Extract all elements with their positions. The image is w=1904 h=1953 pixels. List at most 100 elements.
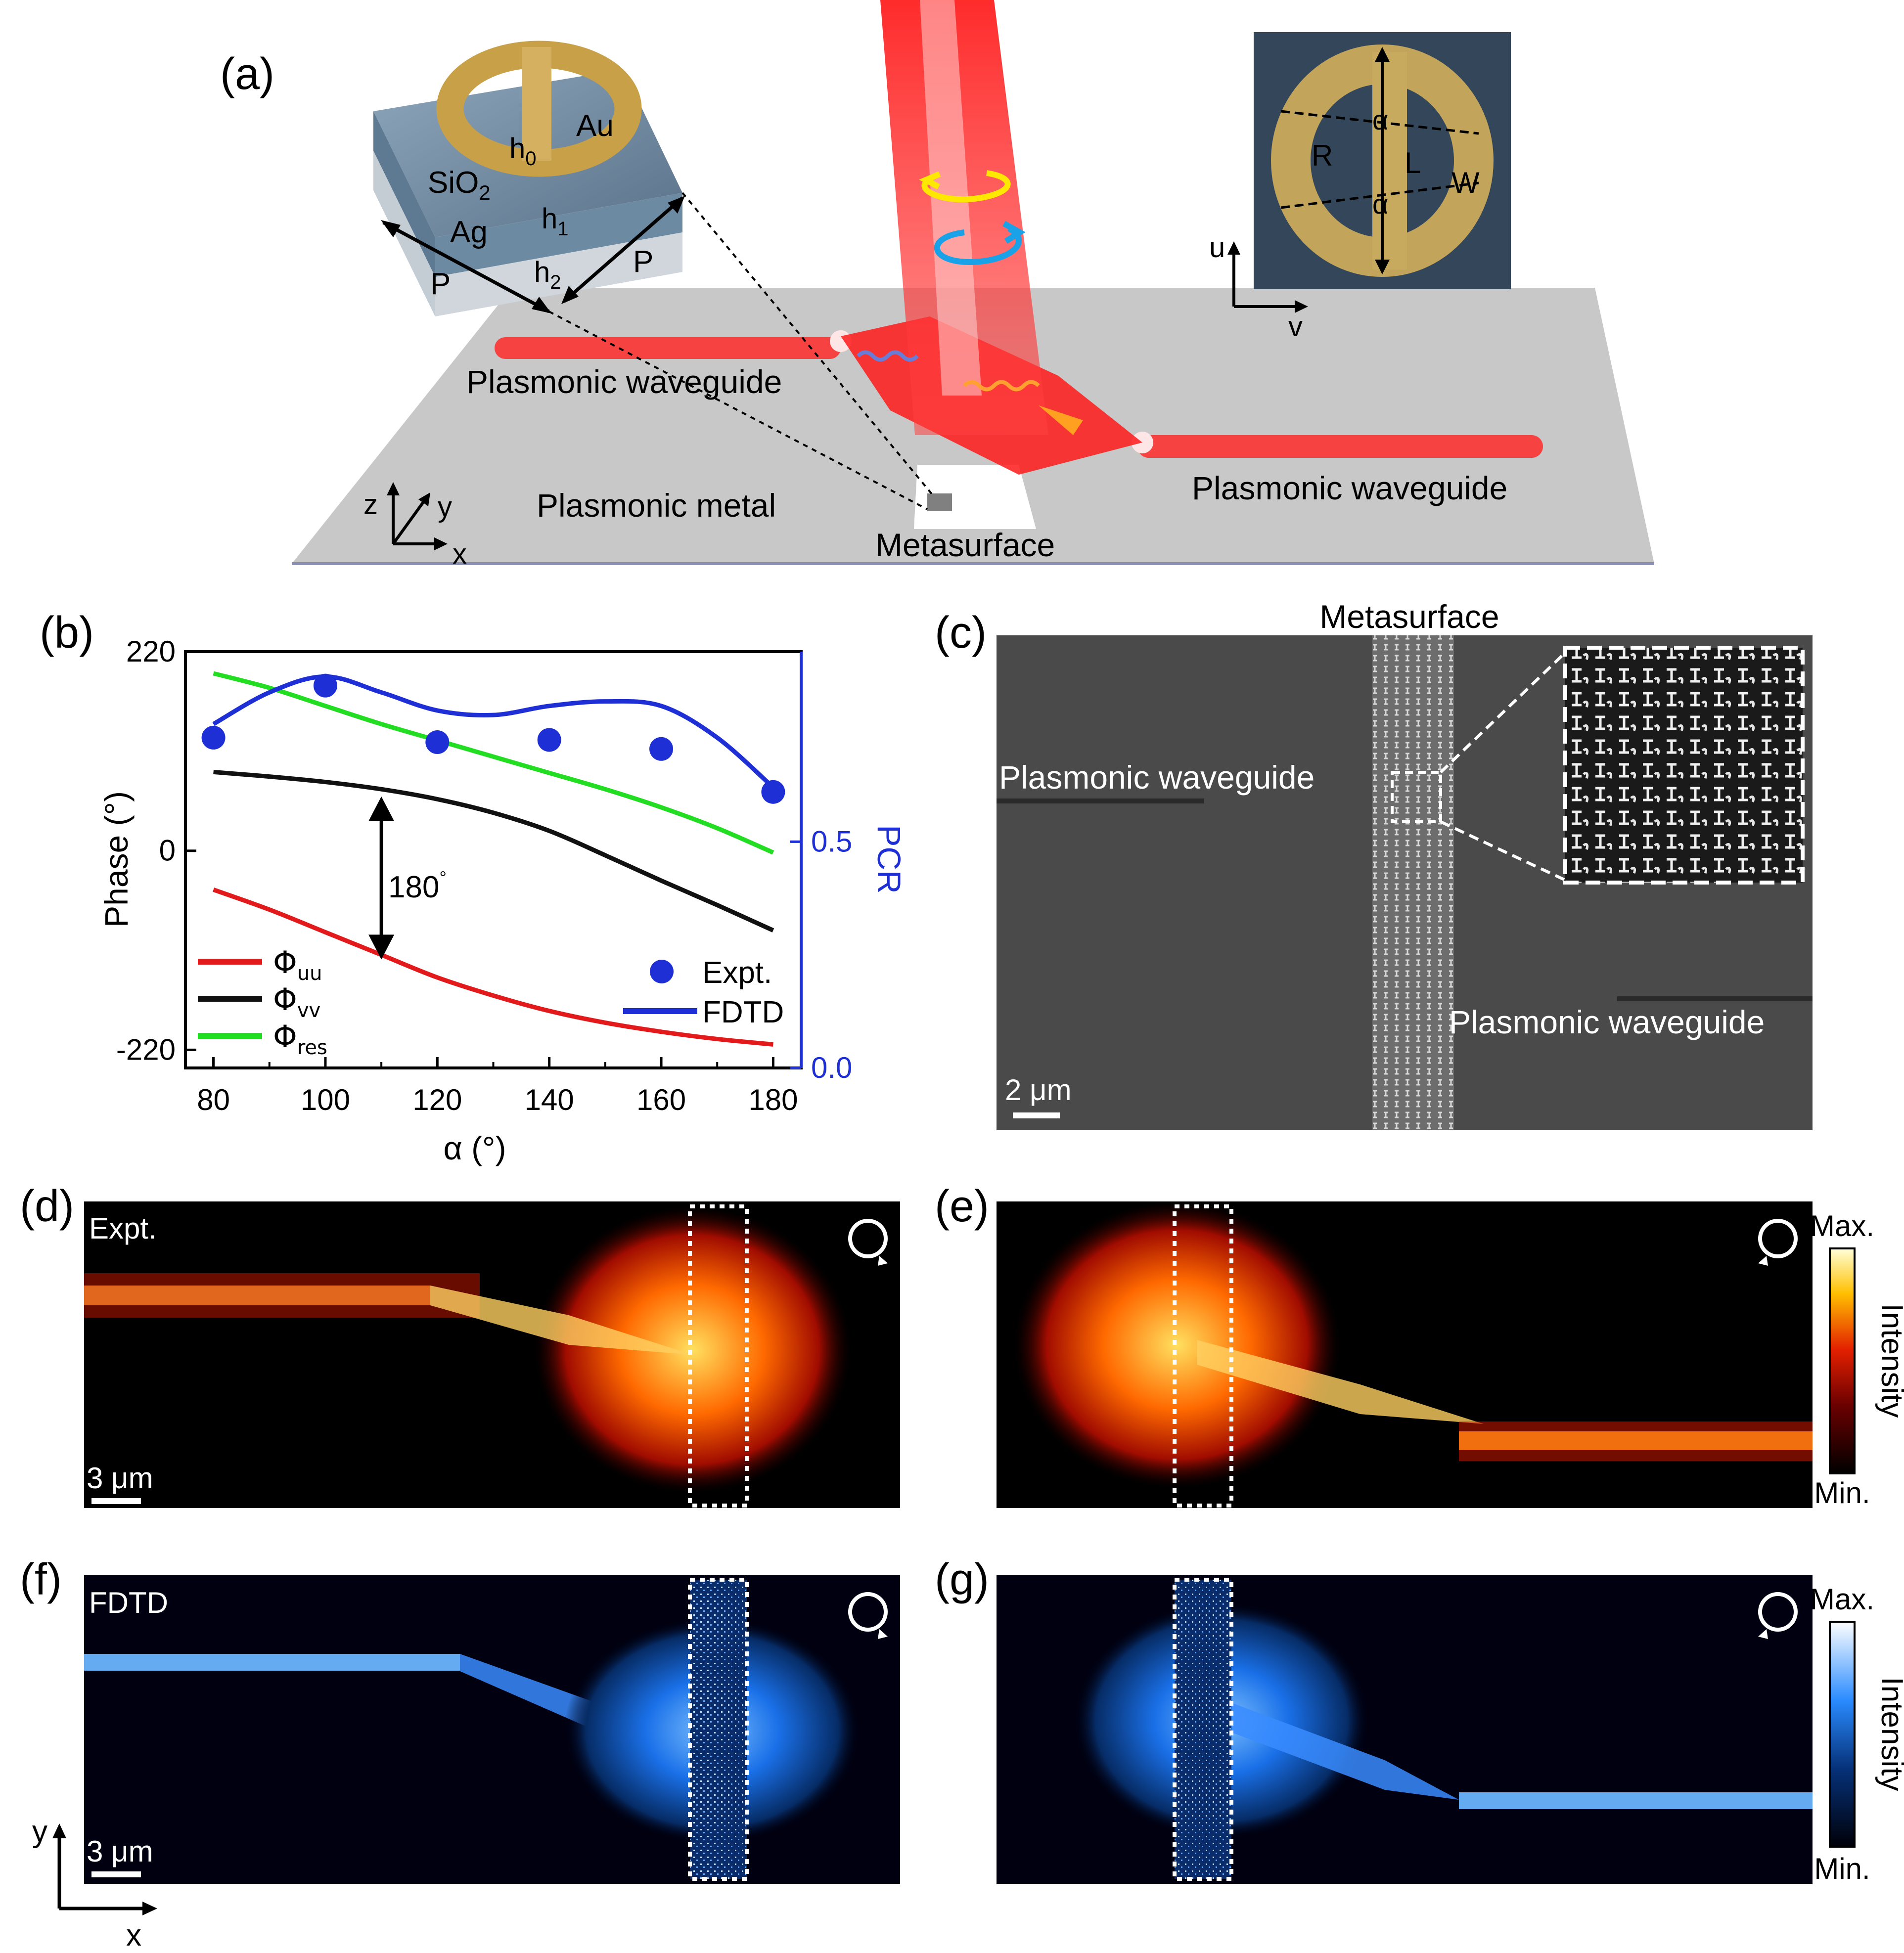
waveguide-left-label: Plasmonic waveguide xyxy=(466,363,782,400)
sem-metasurface-strip xyxy=(1372,635,1454,1130)
panel-c-label: (c) xyxy=(935,608,987,658)
sem-zoom-inset xyxy=(1563,646,1805,885)
colorbar-hot-max: Max. xyxy=(1810,1209,1874,1243)
inset-alpha-top: α xyxy=(1372,104,1388,135)
y-right-tick-label: 0.0 xyxy=(811,1051,852,1084)
layer-au-label: Au xyxy=(576,109,614,143)
sem-zoom-box xyxy=(1391,771,1442,823)
x-tick-label: 160 xyxy=(636,1083,686,1116)
panel-d-tag: Expt. xyxy=(89,1212,157,1245)
unit-cell-top-view-inset xyxy=(1227,32,1511,313)
legend-phi-vv: Φvv xyxy=(273,981,320,1022)
unit-cell-cube xyxy=(373,41,682,316)
colorbar-hot-min: Min. xyxy=(1814,1476,1870,1509)
rcp-icon-f-arrow xyxy=(878,1629,888,1639)
zoom-line-top xyxy=(1439,651,1567,774)
y-tick-label: 0 xyxy=(159,834,176,867)
fdtd-ms-strip-g xyxy=(1175,1580,1231,1879)
panel-f-label: (f) xyxy=(20,1555,62,1604)
series-line-1 xyxy=(213,769,774,932)
sem-waveguide-left-label: Plasmonic waveguide xyxy=(999,759,1315,796)
panel-f-scalebar-label: 3 μm xyxy=(87,1835,153,1868)
panel-f-tag: FDTD xyxy=(89,1586,168,1619)
phase-difference-arrow xyxy=(368,796,395,960)
panel-f: (f) FDTD 3 μm y x xyxy=(20,1555,900,1953)
expt-data-point xyxy=(761,780,785,804)
axis-z-label: z xyxy=(363,488,378,521)
spp-wave-right xyxy=(963,380,1040,392)
panel-d-scalebar xyxy=(91,1498,141,1504)
height-h1-label: h1 xyxy=(542,203,569,240)
period-label-2: P xyxy=(633,245,653,279)
y-right-tick-label: 0.5 xyxy=(811,825,852,858)
lcp-icon-g xyxy=(1758,1592,1798,1632)
sem-scalebar-label: 2 μm xyxy=(1005,1073,1072,1107)
lcp-icon-e-arrow xyxy=(1758,1256,1768,1266)
panel-e: (e) Max. Min. Intensity xyxy=(935,1182,1904,1509)
chart-xlabel: α (°) xyxy=(444,1130,506,1166)
expt-data-point xyxy=(425,730,450,755)
beam-streak-right xyxy=(1459,1431,1813,1450)
plasmonic-metal-label: Plasmonic metal xyxy=(537,487,776,524)
panel-d-label: (d) xyxy=(20,1182,74,1231)
x-tick-label: 100 xyxy=(301,1083,350,1116)
panel-a-label: (a) xyxy=(220,49,274,99)
layer-ag-label: Ag xyxy=(450,215,488,249)
colorbar-hot-label: Intensity xyxy=(1875,1304,1904,1418)
beam-halo-left xyxy=(84,1273,480,1318)
rcp-icon-d-arrow xyxy=(878,1256,888,1266)
rcp-icon-f xyxy=(848,1592,888,1632)
height-h2-label: h2 xyxy=(534,256,561,293)
axes-xy-icon xyxy=(52,1823,157,1915)
panel-d: (d) Expt. 3 μm xyxy=(20,1182,900,1508)
series-line-0 xyxy=(213,888,773,1047)
legend-phi-res: Φres xyxy=(273,1019,327,1059)
beam-cone-left xyxy=(430,1286,692,1355)
y-tick-label: -220 xyxy=(116,1033,176,1066)
colorbar-blue-label: Intensity xyxy=(1875,1677,1904,1791)
colorbar-blue-max: Max. xyxy=(1810,1583,1874,1616)
spp-arrow-right xyxy=(1039,405,1083,435)
annotation-head-top xyxy=(368,796,395,821)
chart-ylabel: Phase (°) xyxy=(98,791,135,928)
legend-phi-uu: Φuu xyxy=(273,944,322,985)
colorbar-hot xyxy=(1829,1247,1856,1474)
fdtd-cone-right xyxy=(1226,1701,1459,1800)
expt-data-point xyxy=(201,725,226,750)
layer-sio2-label: SiO2 xyxy=(428,166,491,204)
colorbar-blue xyxy=(1829,1621,1856,1848)
unit-cell-marker xyxy=(927,493,952,511)
fdtd-ms-strip-f xyxy=(690,1580,747,1879)
annotation-180-label: 180° xyxy=(388,867,447,904)
lcp-icon-g-arrow xyxy=(1758,1629,1768,1639)
expt-focus-blob-right xyxy=(1014,1201,1340,1488)
x-tick-label: 180 xyxy=(748,1083,798,1116)
expt-focus-blob-left xyxy=(534,1206,851,1493)
y-tick-label: 220 xyxy=(126,635,176,668)
spp-wave-left xyxy=(857,350,919,362)
metasurface-label-c: Metasurface xyxy=(1319,598,1499,635)
height-h0-label: h0 xyxy=(509,133,537,170)
axis-y-label: y xyxy=(438,491,452,523)
series-line-4 xyxy=(212,674,775,789)
axis-y-label-bottom: y xyxy=(32,1815,47,1849)
right-waveguide-beam xyxy=(1137,435,1543,458)
circular-polarization-icon xyxy=(919,170,1026,266)
expt-data-point xyxy=(537,728,561,752)
rcp-icon-d xyxy=(848,1219,888,1258)
annotation-head-bottom xyxy=(368,934,395,960)
inset-r-label: R xyxy=(1312,139,1333,172)
legend-right: Expt. FDTD xyxy=(623,956,784,1029)
panel-f-scalebar xyxy=(91,1871,141,1877)
expt-data-point xyxy=(313,673,337,698)
panel-g-label: (g) xyxy=(935,1555,989,1604)
inset-w-label: W xyxy=(1451,166,1480,199)
legend-left: Φuu Φvv Φres xyxy=(198,944,327,1059)
legend-expt: Expt. xyxy=(702,956,772,990)
panel-d-scalebar-label: 3 μm xyxy=(87,1462,153,1495)
axes-xyz-icon xyxy=(387,482,448,550)
axis-x-label-bottom: x xyxy=(126,1918,141,1951)
x-tick-label: 120 xyxy=(412,1083,462,1116)
series-line-2 xyxy=(213,671,774,855)
